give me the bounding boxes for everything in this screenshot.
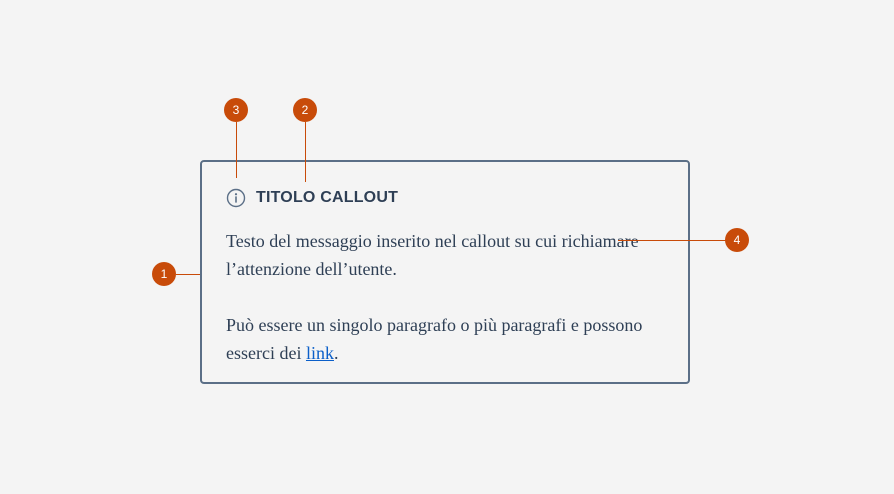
- callout-title: TITOLO CALLOUT: [256, 189, 399, 206]
- callout-header: TITOLO CALLOUT: [226, 186, 398, 210]
- marker-3: 3: [224, 98, 248, 122]
- marker-4-leader: [618, 240, 726, 241]
- marker-1: 1: [152, 262, 176, 286]
- callout-box: TITOLO CALLOUT Testo del messaggio inser…: [200, 160, 690, 384]
- callout-paragraph-2-text: Può essere un singolo paragrafo o più pa…: [226, 315, 643, 363]
- callout-paragraph-1: Testo del messaggio inserito nel callout…: [226, 231, 639, 279]
- marker-2: 2: [293, 98, 317, 122]
- callout-link[interactable]: link: [305, 343, 334, 363]
- callout-paragraph-2-end: .: [333, 343, 339, 363]
- marker-3-leader: [236, 122, 237, 178]
- marker-1-leader: [176, 274, 200, 275]
- callout-body: Testo del messaggio inserito nel callout…: [226, 227, 666, 367]
- info-icon: [226, 188, 246, 208]
- marker-2-leader: [305, 122, 306, 182]
- marker-4: 4: [725, 228, 749, 252]
- callout-paragraph-2: Può essere un singolo paragrafo o più pa…: [226, 311, 666, 367]
